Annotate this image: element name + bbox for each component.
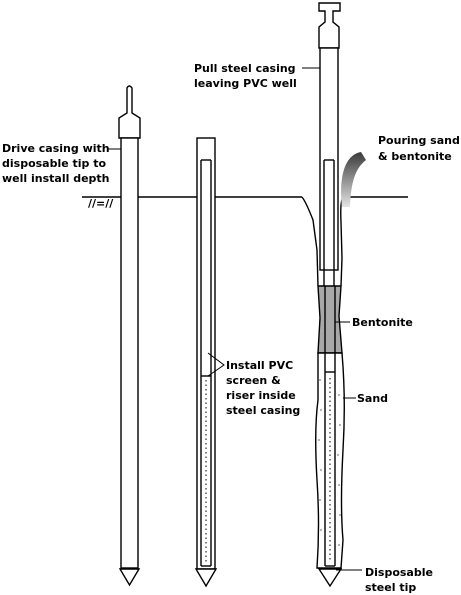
label-disposable-tip: Disposable steel tip — [365, 566, 437, 594]
label-pouring: Pouring sand & bentonite — [378, 134, 461, 163]
ground-symbol: //=// — [88, 197, 114, 210]
label-pull-casing: Pull steel casing leaving PVC well — [194, 62, 299, 90]
stage3-well — [301, 2, 366, 588]
sand-speckle — [318, 379, 341, 546]
stage2-pvc-in-casing — [194, 137, 218, 588]
label-bentonite: Bentonite — [352, 316, 413, 329]
bentonite-seal — [317, 285, 343, 354]
label-install-pvc: Install PVC screen & riser inside steel … — [226, 359, 300, 417]
stage1-drive-casing — [118, 85, 141, 587]
label-sand: Sand — [357, 392, 388, 405]
pouring-stream — [341, 152, 366, 207]
leader-lines — [108, 67, 362, 571]
label-drive-casing: Drive casing with disposable tip to well… — [2, 142, 113, 185]
